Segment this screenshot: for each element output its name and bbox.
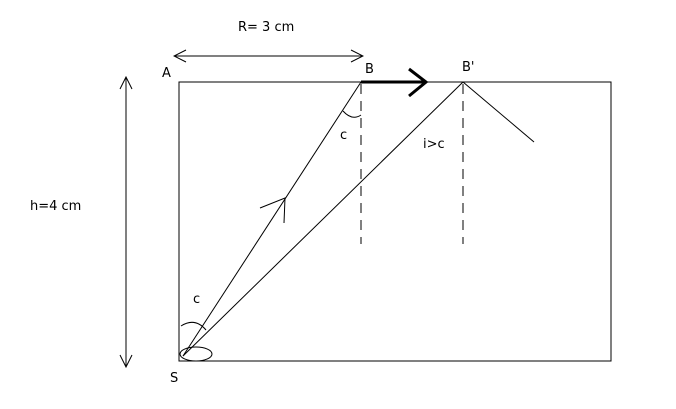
angle-arc-at-s [180,321,207,331]
angle-relation-label: i>c [423,137,445,152]
ray-s-to-b [182,81,362,357]
ray-s-to-b-prime [182,81,464,357]
container-rectangle [178,81,612,362]
radius-label: R= 3 cm [238,20,295,35]
point-b-label: B [365,62,374,77]
angle-arc-at-b [342,110,362,118]
reflected-ray [462,81,535,143]
point-b-prime-label: B' [462,60,475,75]
height-label: h=4 cm [30,199,82,214]
source-ellipse [179,346,213,362]
point-a-label: A [162,66,171,81]
point-s-label: S [170,371,179,386]
grazing-ray-arrowhead [408,67,429,98]
ray-direction-arrow [259,197,286,224]
angle-c-bottom-label: c [193,292,201,307]
angle-c-top-label: c [340,128,348,143]
